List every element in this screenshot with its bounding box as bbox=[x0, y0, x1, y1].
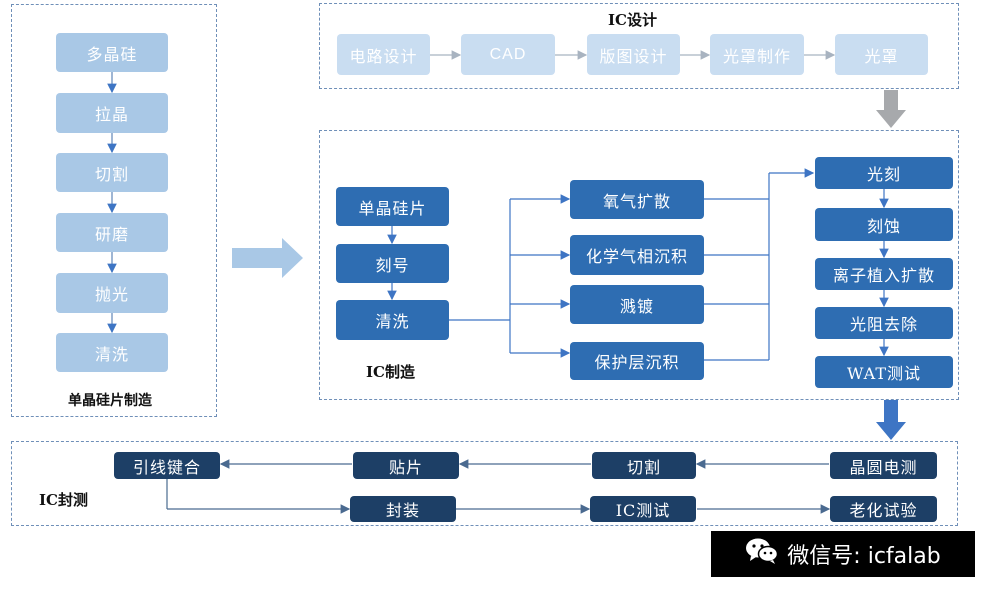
design-step-circuit: 电路设计 bbox=[337, 34, 430, 75]
wafer-step-polishing: 抛光 bbox=[56, 273, 168, 313]
fab-step-wat-test: WAT测试 bbox=[815, 356, 953, 388]
watermark-text: 微信号: icfalab bbox=[787, 544, 941, 569]
pkg-step-wire-bonding: 引线键合 bbox=[114, 452, 220, 479]
wechat-icon bbox=[745, 537, 779, 571]
fab-step-lithography: 光刻 bbox=[815, 157, 953, 189]
wafer-step-cutting: 切割 bbox=[56, 153, 168, 192]
fab-step-cleaning: 清洗 bbox=[336, 300, 449, 340]
pkg-step-die-attach: 贴片 bbox=[353, 452, 459, 479]
ic-packaging-section bbox=[11, 441, 958, 526]
ic-design-section bbox=[319, 3, 959, 89]
ic-design-label: IC设计 bbox=[608, 11, 657, 29]
fab-step-passivation: 保护层沉积 bbox=[570, 342, 704, 380]
wafer-step-crystal-pulling: 拉晶 bbox=[56, 93, 168, 133]
design-step-cad: CAD bbox=[461, 34, 555, 75]
pkg-step-encapsulation: 封装 bbox=[350, 496, 456, 522]
fab-to-packaging-arrow bbox=[876, 400, 906, 440]
wafer-section-label: 单晶硅片制造 bbox=[68, 393, 152, 409]
wafer-step-polysilicon: 多晶硅 bbox=[56, 33, 168, 72]
ic-manufacturing-section bbox=[319, 130, 959, 400]
ic-manufacturing-label: IC制造 bbox=[366, 363, 415, 381]
design-step-mask: 光罩 bbox=[835, 34, 928, 75]
fab-step-ion-implant: 离子植入扩散 bbox=[815, 258, 953, 290]
wafer-step-cleaning: 清洗 bbox=[56, 333, 168, 372]
pkg-step-dicing: 切割 bbox=[592, 452, 696, 479]
ic-packaging-label: IC封测 bbox=[39, 491, 88, 509]
wafer-step-grinding: 研磨 bbox=[56, 213, 168, 252]
wafer-section bbox=[11, 4, 217, 417]
fab-step-etching: 刻蚀 bbox=[815, 208, 953, 241]
fab-step-marking: 刻号 bbox=[336, 244, 449, 283]
fab-step-cvd: 化学气相沉积 bbox=[570, 235, 704, 275]
pkg-step-wafer-probe: 晶圆电测 bbox=[830, 452, 937, 479]
wafer-to-fab-arrow bbox=[232, 238, 303, 278]
fab-step-sputtering: 溅镀 bbox=[570, 285, 704, 324]
fab-step-resist-strip: 光阻去除 bbox=[815, 307, 953, 339]
design-step-layout: 版图设计 bbox=[587, 34, 680, 75]
fab-step-wafer: 单晶硅片 bbox=[336, 187, 449, 226]
pkg-step-burn-in: 老化试验 bbox=[830, 496, 937, 522]
watermark-badge: 微信号: icfalab bbox=[711, 531, 975, 577]
design-step-mask-making: 光罩制作 bbox=[710, 34, 804, 75]
design-to-fab-arrow bbox=[876, 90, 906, 128]
pkg-step-ic-test: IC测试 bbox=[590, 496, 696, 522]
fab-step-oxidation: 氧气扩散 bbox=[570, 180, 704, 219]
